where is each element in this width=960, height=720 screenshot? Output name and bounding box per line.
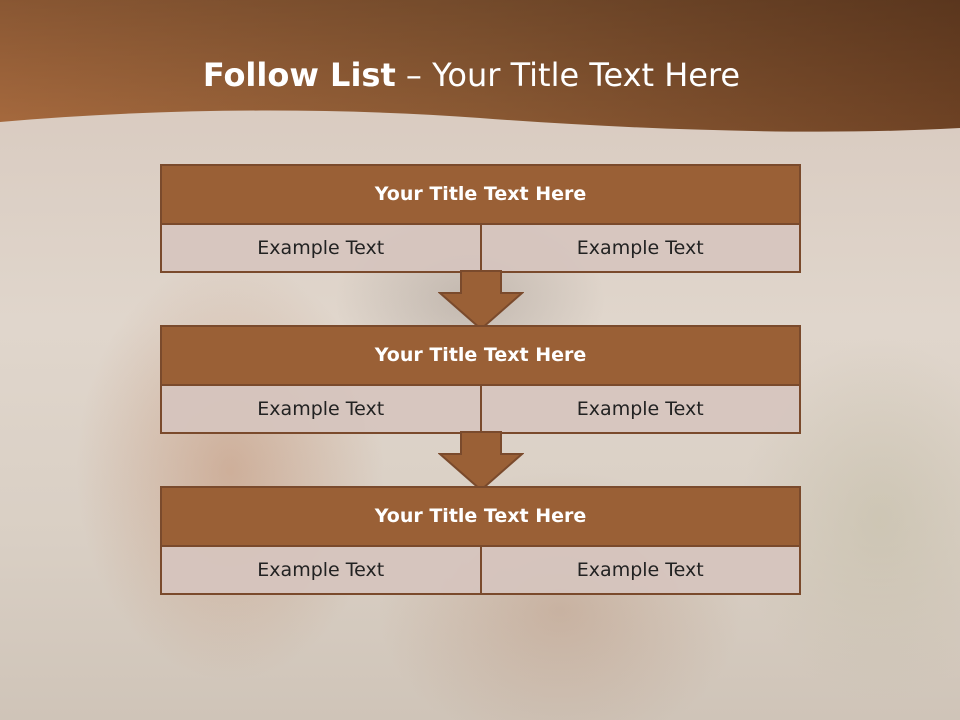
header-band bbox=[0, 0, 960, 132]
slide-title-rest: Your Title Text Here bbox=[432, 56, 741, 94]
block-title: Your Title Text Here bbox=[162, 327, 799, 386]
block-row: Example Text Example Text bbox=[162, 547, 799, 593]
block-title: Your Title Text Here bbox=[162, 166, 799, 225]
block-cell-right: Example Text bbox=[479, 386, 799, 432]
block-title: Your Title Text Here bbox=[162, 488, 799, 547]
block-cell-left: Example Text bbox=[162, 386, 480, 432]
follow-block-1: Your Title Text Here Example Text Exampl… bbox=[160, 164, 801, 273]
block-row: Example Text Example Text bbox=[162, 225, 799, 271]
slide-title: Follow List – Your Title Text Here bbox=[0, 55, 943, 95]
block-row: Example Text Example Text bbox=[162, 386, 799, 432]
block-cell-right: Example Text bbox=[479, 547, 799, 593]
slide-title-dash: – bbox=[395, 56, 433, 94]
down-arrow-2 bbox=[438, 431, 524, 492]
slide-title-bold: Follow List bbox=[202, 56, 396, 94]
follow-block-2: Your Title Text Here Example Text Exampl… bbox=[160, 325, 801, 434]
block-cell-right: Example Text bbox=[479, 225, 799, 271]
block-cell-left: Example Text bbox=[162, 225, 480, 271]
down-arrow-1 bbox=[438, 270, 524, 331]
block-cell-left: Example Text bbox=[162, 547, 480, 593]
follow-block-3: Your Title Text Here Example Text Exampl… bbox=[160, 486, 801, 595]
